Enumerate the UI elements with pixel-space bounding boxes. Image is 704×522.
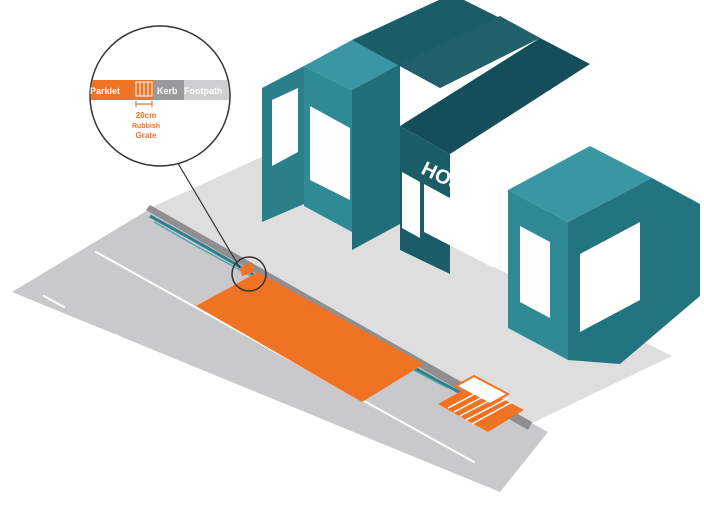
building-host: HOST [352,0,590,274]
callout-grate-line2: Grate [136,131,157,140]
lane-dash [393,489,413,501]
dimension-marker [135,101,153,107]
shop-window [272,88,298,166]
callout-magnifier: Parklet Kerb Footpath 20cm Rubbish Grate [89,25,231,167]
shop-window [580,222,640,332]
callout-grate-line1: Rubbish [132,123,160,130]
drainage-grate-icon [438,374,524,432]
callout-footpath-band [184,80,229,100]
lane-dash [43,295,65,308]
shop-window [310,106,350,200]
lane-dash [255,411,277,424]
callout-parklet-label: Parklet [90,86,120,96]
lane-dash [325,451,347,464]
callout-grate-size: 20cm [136,111,156,120]
host-door-window [424,184,494,268]
parklet-edge-marker [240,262,254,276]
lane-dash [185,373,207,386]
callout-parklet-band [91,80,154,100]
parklet [196,272,424,402]
footpath [150,154,672,424]
magnifier-small-circle [231,256,267,292]
callout-kerb-band [154,80,184,100]
host-side-window [402,172,420,238]
callout-footpath-label: Footpath [184,86,223,96]
lane-dash [115,334,137,347]
callout-leader-line [175,159,241,269]
callout-kerb-label: Kerb [157,86,178,96]
grate-icon [135,81,153,97]
shop-window [520,226,550,318]
building-right-shop [508,146,700,364]
